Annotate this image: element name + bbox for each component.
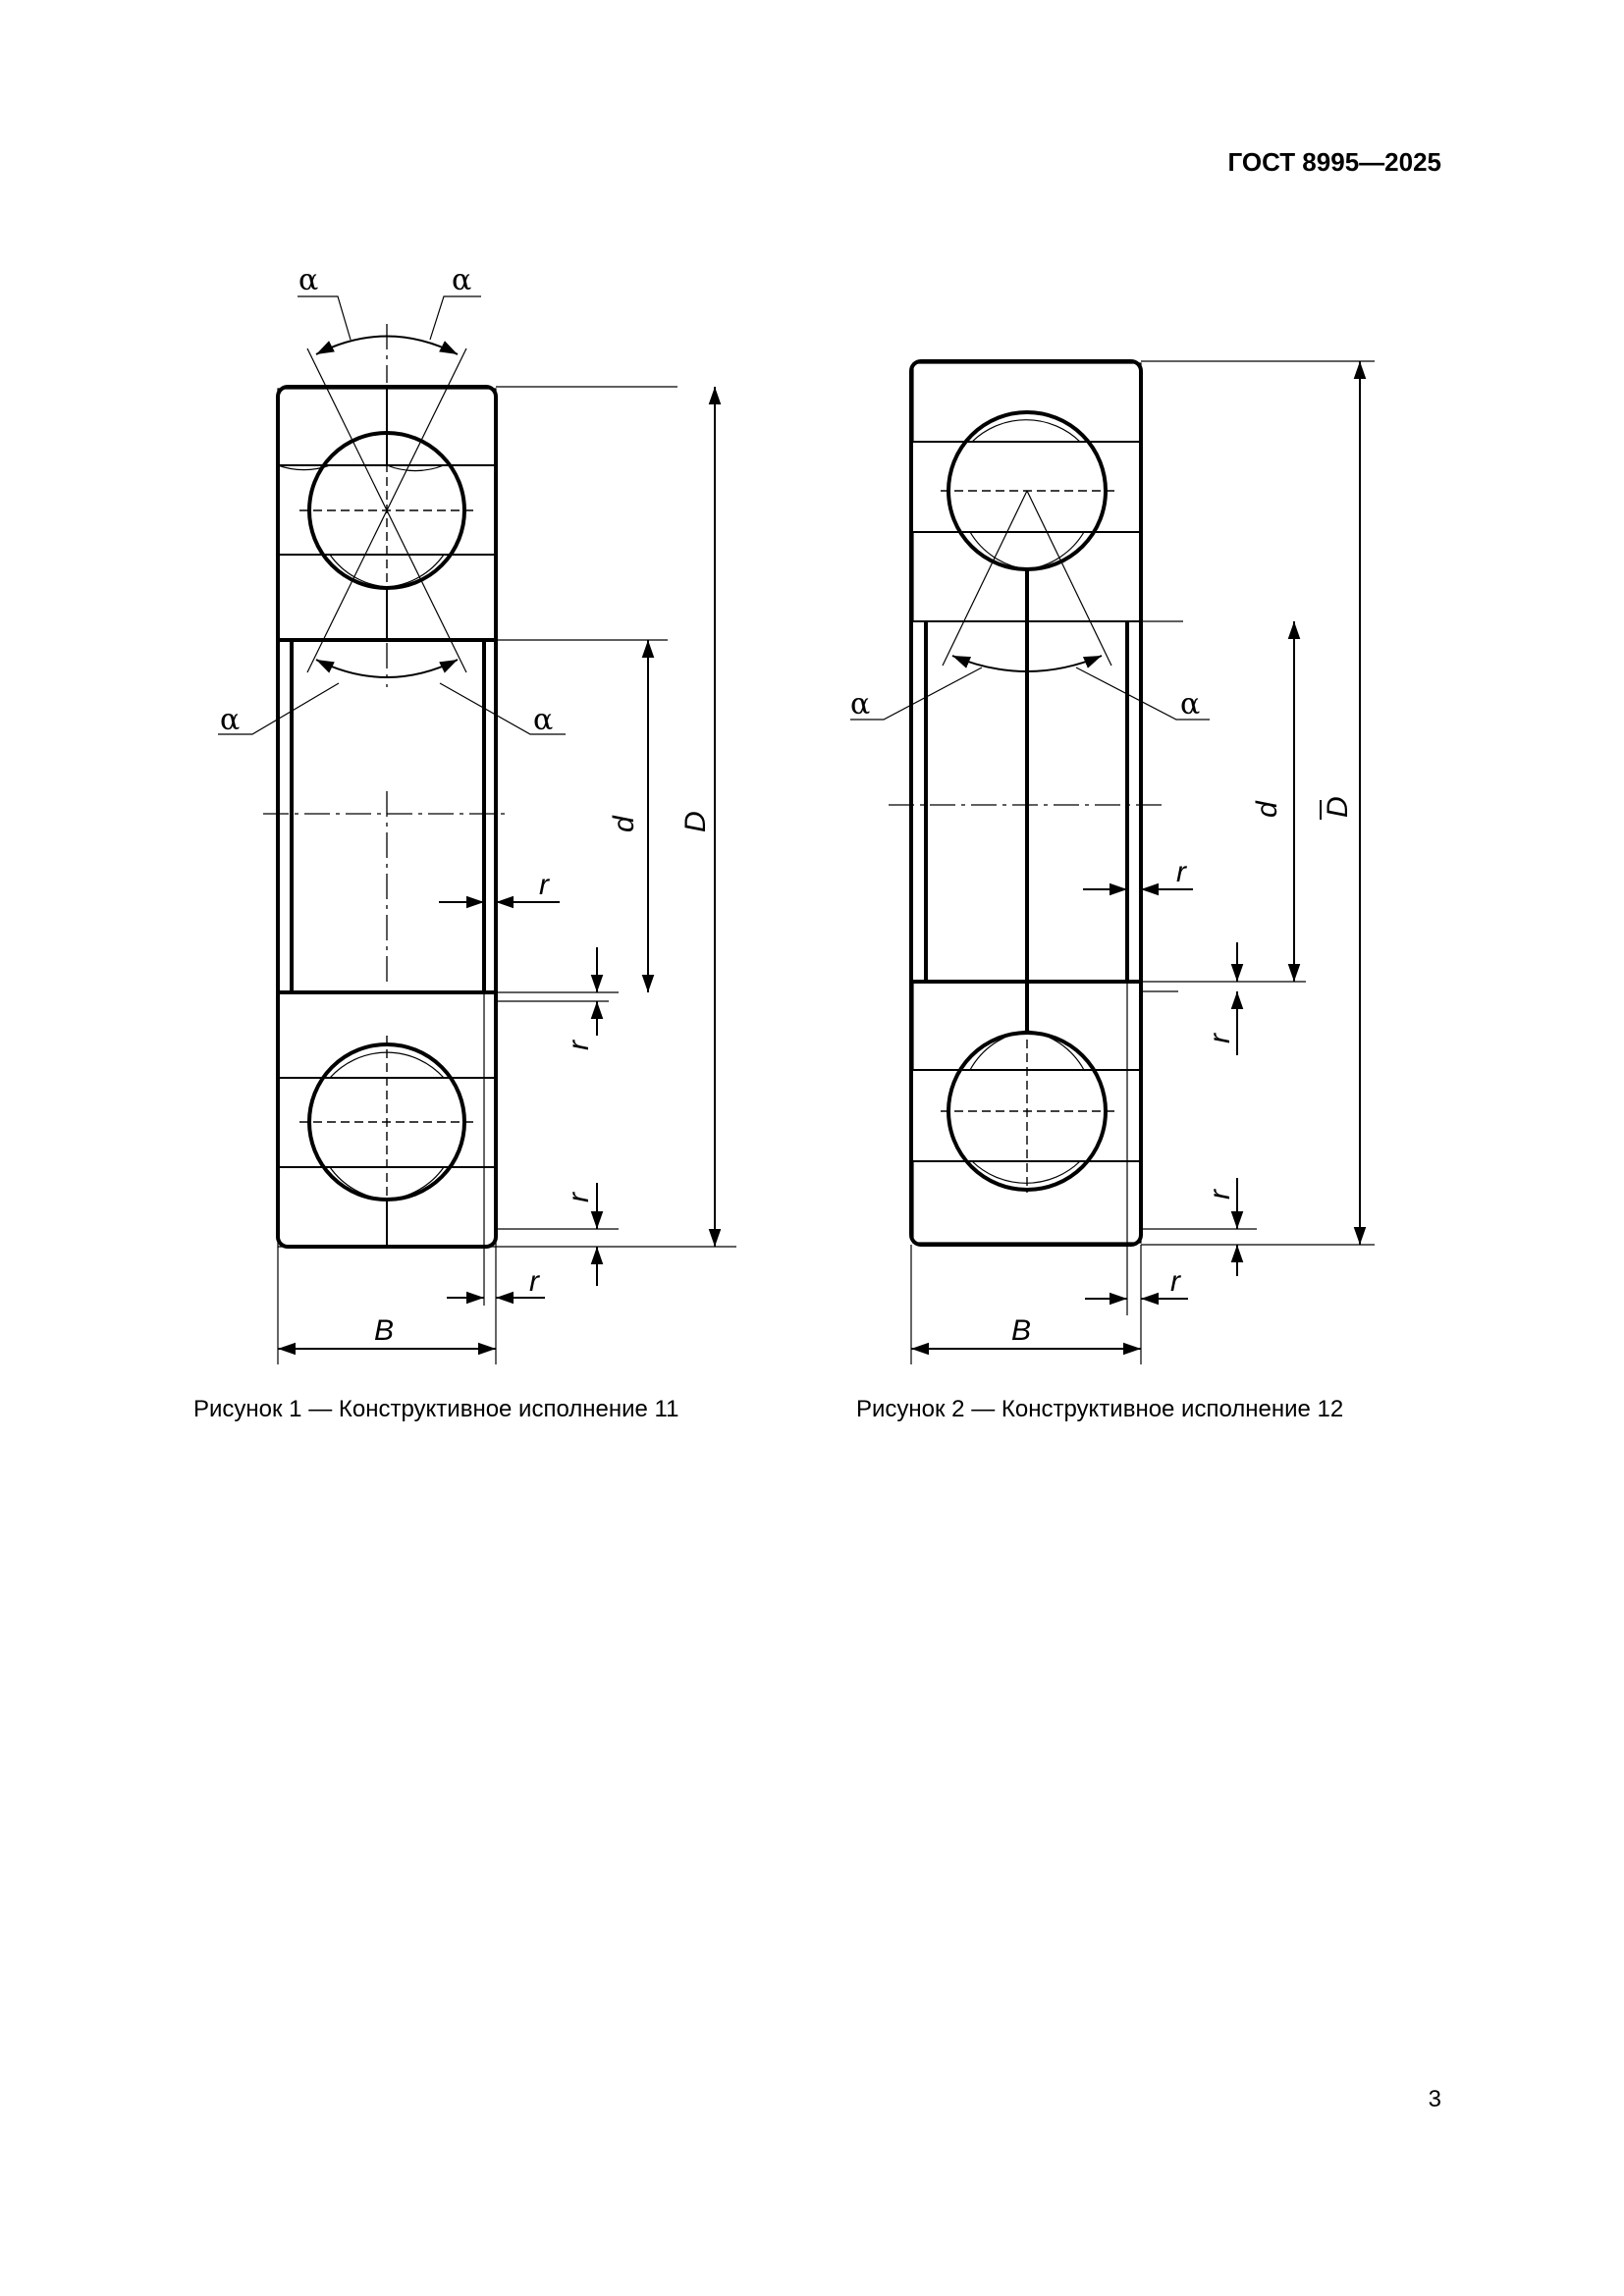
figure1-dim-r3: r <box>563 1192 595 1202</box>
figure2-alpha-left: α <box>850 687 870 721</box>
figure-2-caption: Рисунок 2 — Конструктивное исполнение 12 <box>856 1396 1344 1422</box>
figure1-dim-d: d <box>608 815 640 832</box>
figure1-dim-r4: r <box>529 1265 540 1298</box>
figure1-alpha-top-right: α <box>452 263 471 297</box>
figure-1-drawing: α α α α d D B r r r r <box>218 263 736 1364</box>
figure1-alpha-bottom-right: α <box>533 703 553 737</box>
figure-1-caption: Рисунок 1 — Конструктивное исполнение 11 <box>193 1396 679 1422</box>
figure2-dim-D: D <box>1322 796 1354 818</box>
document-id: ГОСТ 8995—2025 <box>1227 147 1441 177</box>
figure2-dim-B: B <box>1011 1314 1031 1347</box>
figure2-dim-r3: r <box>1204 1189 1236 1200</box>
figure1-alpha-top-left: α <box>298 263 318 297</box>
figure1-dim-r2: r <box>563 1040 595 1050</box>
figure2-dim-r4: r <box>1170 1265 1181 1298</box>
figure1-dim-D: D <box>679 811 712 832</box>
figure-2-drawing: α α d D B r r r r <box>850 359 1375 1364</box>
figure1-alpha-bottom-left: α <box>220 703 240 737</box>
figure2-alpha-right: α <box>1180 687 1200 721</box>
figure1-dim-r1: r <box>539 869 550 901</box>
figure2-dim-r2: r <box>1204 1033 1236 1043</box>
figure2-dim-r1: r <box>1176 856 1187 888</box>
figure2-dim-d: d <box>1251 800 1283 818</box>
figure1-dim-B: B <box>374 1314 394 1347</box>
page-number: 3 <box>1428 2086 1441 2112</box>
